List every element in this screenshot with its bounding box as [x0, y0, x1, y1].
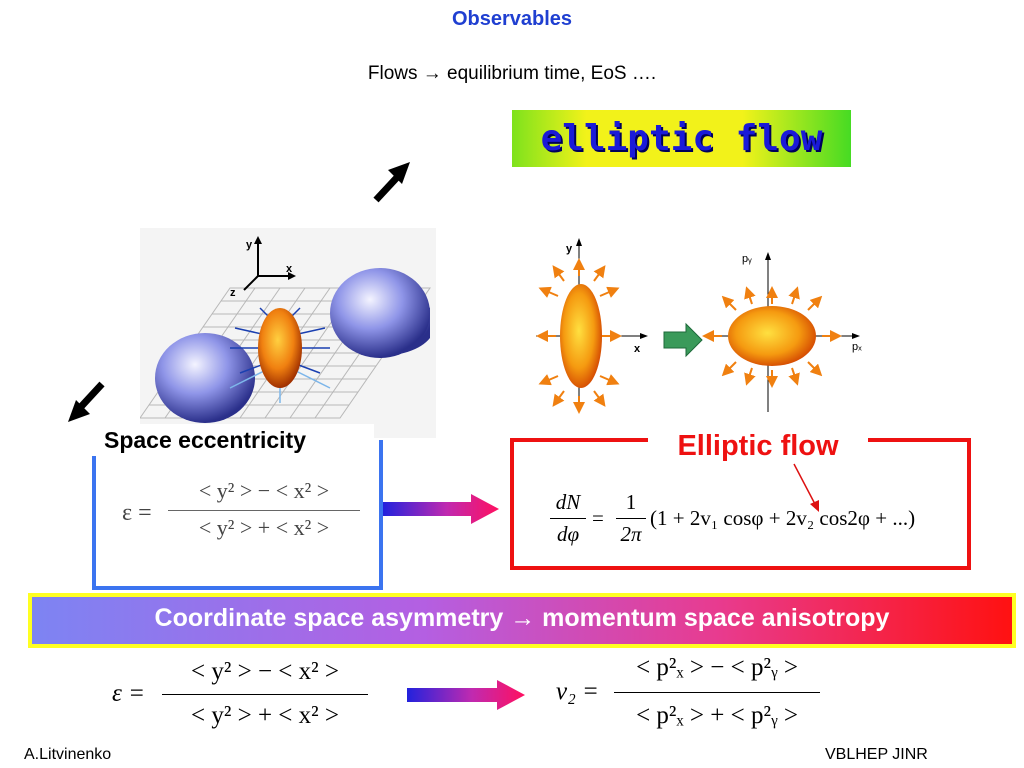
one-numerator: 1 [625, 490, 637, 514]
asymmetry-banner: Coordinate space asymmetry → momentum sp… [28, 593, 1016, 648]
v2-pointer-arrow [793, 463, 819, 512]
elliptic-flow-banner: elliptic flow [512, 110, 851, 167]
space-eccentricity-box [92, 440, 383, 590]
two-pi-denominator: 2π [620, 522, 642, 546]
footer-author: A.Litvinenko [24, 746, 112, 763]
fourier-series: (1 + 2v₁ cosφ + 2v₂ cos2φ + ...) [650, 506, 916, 530]
axis-y-label: y [246, 239, 253, 251]
axis-px-label: pₓ [852, 341, 862, 353]
eccentricity-lhs: ε = [122, 500, 152, 526]
bottom-eps-lhs: ε = [112, 680, 145, 707]
v2-denominator: < p²ₓ > + < p²ᵧ > [636, 702, 798, 729]
flow-axis-y-label: y [566, 243, 573, 255]
axis-z-label: z [230, 287, 236, 299]
slide-title: Observables [451, 8, 573, 30]
bottom-eps-numerator: < y² > − < x² > [191, 658, 339, 685]
eccentricity-formula: ε = < y² > − < x² > < y² > + < x² > [122, 478, 367, 548]
gradient-arrow-bottom-icon [407, 680, 525, 710]
eccentricity-numerator: < y² > − < x² > [198, 478, 330, 503]
collision-geometry-diagram: y x z [140, 228, 436, 438]
elliptic-flow-banner-text: elliptic flow [540, 118, 823, 159]
gradient-arrow-icon [383, 494, 499, 524]
arrow-down-left-icon [68, 381, 105, 422]
footer-institute: VBLHEP JINR [825, 746, 928, 763]
v2-lhs: v₂ = [556, 678, 599, 705]
axis-x-label: x [286, 263, 293, 275]
v2-numerator: < p²ₓ > − < p²ᵧ > [636, 654, 798, 681]
equals-sign: = [592, 506, 604, 530]
dphi-denominator: dφ [556, 522, 580, 546]
slide-subtitle: Flows → equilibrium time, EoS …. [367, 63, 657, 84]
fraction-bar [550, 518, 586, 519]
bottom-eccentricity-formula: ε = < y² > − < x² > < y² > + < x² > [112, 656, 372, 740]
v2-formula: v₂ = < p²ₓ > − < p²ᵧ > < p²ₓ > + < p²ᵧ > [556, 652, 826, 742]
axis-py-label: pᵧ [742, 253, 752, 265]
bottom-eps-denominator: < y² > + < x² > [191, 702, 339, 729]
dn-dphi-formula: dN dφ = 1 2π (1 + 2v₁ cosφ + 2v₂ cos2φ +… [548, 490, 958, 554]
elliptic-flow-label: Elliptic flow [648, 428, 868, 464]
fraction-bar [614, 692, 820, 693]
arrow-up-right-icon [373, 162, 410, 203]
elliptic-flow-diagram: y x pᵧ pₓ [536, 238, 862, 414]
asymmetry-banner-text: Coordinate space asymmetry → momentum sp… [154, 604, 890, 632]
fraction-bar [162, 694, 368, 695]
space-eccentricity-label: Space eccentricity [92, 424, 374, 456]
fraction-bar [616, 518, 646, 519]
eccentricity-denominator: < y² > + < x² > [198, 515, 330, 540]
fraction-bar [168, 510, 360, 511]
dn-numerator: dN [555, 490, 581, 514]
flow-axis-x-label: x [634, 343, 641, 355]
